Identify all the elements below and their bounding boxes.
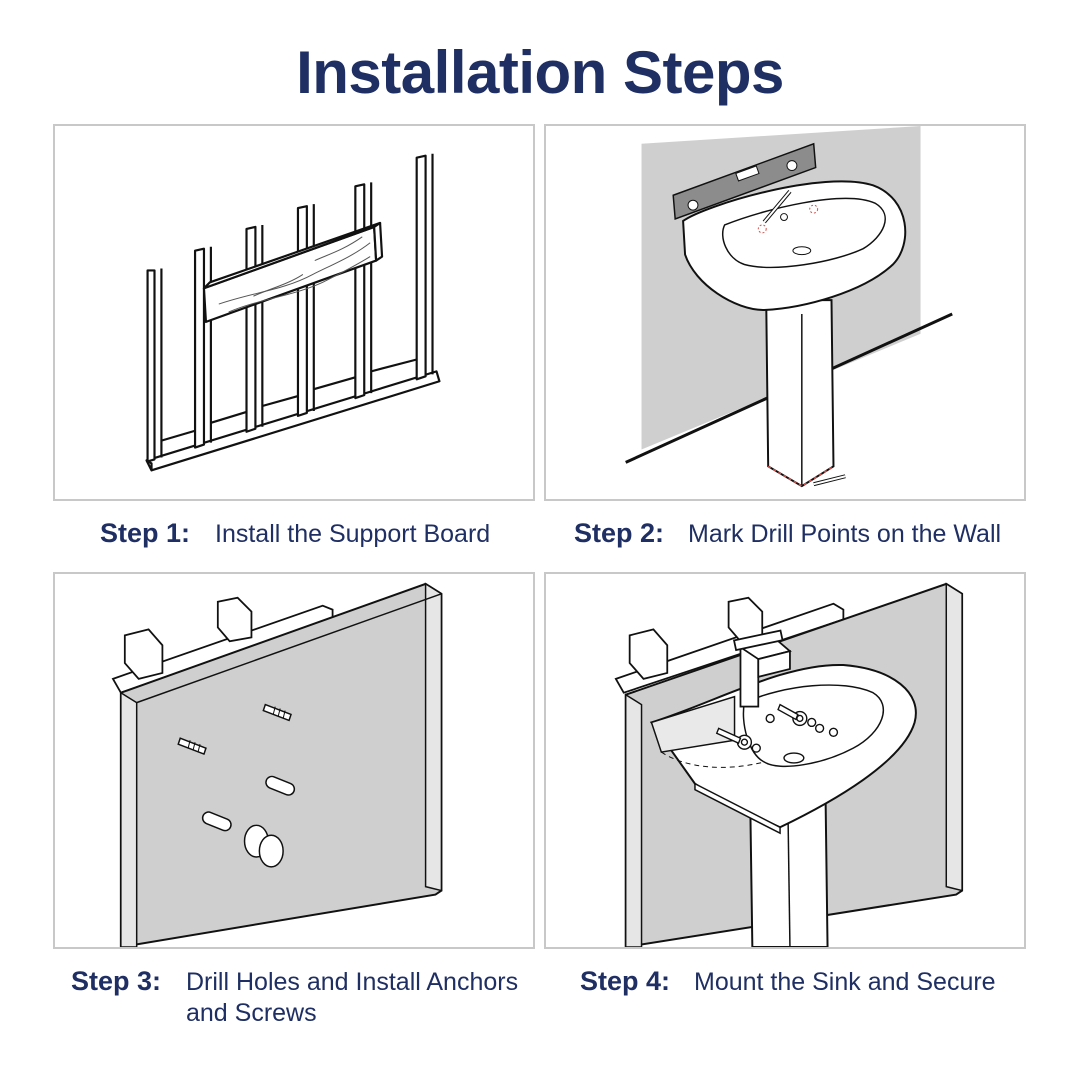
step-3-caption: Step 3: Drill Holes and Install Anchors … — [71, 966, 531, 1036]
page-title: Installation Steps — [296, 39, 784, 106]
step-1-text: Install the Support Board — [215, 520, 491, 548]
step-4-illustration — [544, 572, 1026, 949]
faucet — [732, 629, 792, 708]
step-3-label: Step 3: — [71, 966, 162, 996]
anchors-drawing — [111, 582, 443, 947]
step-3-text: Drill Holes and Install Anchors and Scre… — [186, 968, 519, 1027]
sink-marking-drawing — [625, 126, 953, 488]
anchor-right — [265, 775, 296, 796]
step-2-illustration — [544, 124, 1026, 501]
mounted-sink-drawing — [614, 582, 964, 947]
step-1-caption: Step 1: Install the Support Board — [100, 518, 540, 578]
wall-frame-drawing — [145, 153, 441, 472]
step-4-caption: Step 4: Mount the Sink and Secure — [580, 966, 1020, 1026]
step-2-caption: Step 2: Mark Drill Points on the Wall — [574, 518, 1014, 578]
step-1-illustration — [53, 124, 535, 501]
bottom-plate — [145, 370, 441, 472]
step-3-illustration — [53, 572, 535, 949]
step-4-label: Step 4: — [580, 966, 671, 996]
step-2-label: Step 2: — [574, 518, 665, 548]
step-1-label: Step 1: — [100, 518, 191, 548]
level-tool — [672, 142, 817, 221]
step-2-text: Mark Drill Points on the Wall — [688, 520, 1002, 548]
anchor-left — [201, 811, 232, 832]
wall-panel — [119, 582, 443, 947]
step-4-text: Mount the Sink and Secure — [694, 968, 996, 996]
